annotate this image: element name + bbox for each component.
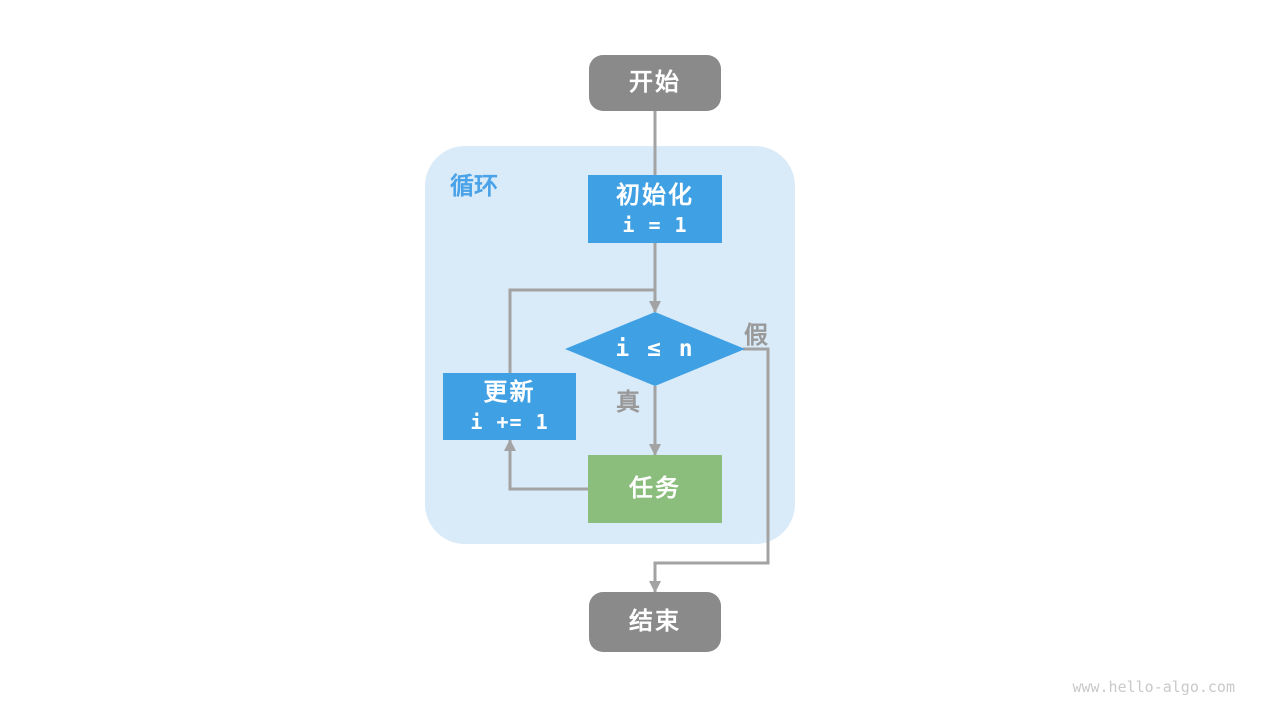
- update-node-code: i += 1: [470, 410, 549, 434]
- edge-task-to-update: [504, 439, 588, 491]
- init-node-title: 初始化: [616, 181, 694, 209]
- init-node: 初始化 i = 1: [588, 175, 722, 243]
- edge-label-true: 真: [616, 389, 640, 416]
- edge-label-false: 假: [744, 322, 768, 349]
- start-node-label: 开始: [629, 69, 681, 96]
- condition-node-code: i ≤ n: [615, 336, 695, 362]
- edge-update-loopback: [508, 288, 655, 373]
- end-node-label: 结束: [629, 608, 681, 635]
- init-node-code: i = 1: [622, 212, 688, 237]
- start-node: 开始: [589, 55, 721, 111]
- end-node: 结束: [589, 592, 721, 652]
- loop-region-label: 循环: [450, 173, 498, 200]
- task-node: 任务: [588, 455, 722, 523]
- edge-condition-false-to-end: [649, 347, 770, 593]
- update-node-title: 更新: [483, 379, 536, 406]
- site-watermark: www.hello-algo.com: [1072, 678, 1235, 696]
- update-node: 更新 i += 1: [443, 373, 576, 440]
- task-node-label: 任务: [629, 475, 681, 502]
